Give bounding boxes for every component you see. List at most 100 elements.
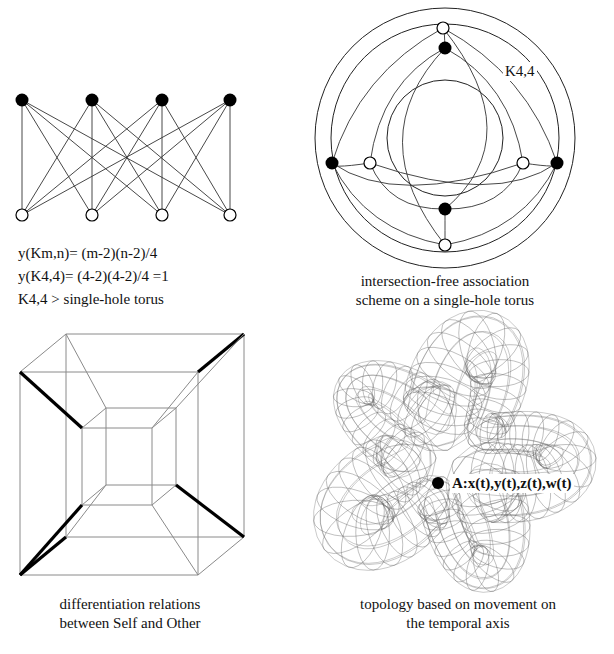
graph-edge — [22, 100, 230, 215]
cube-edge — [82, 428, 152, 429]
genus-formula: y(Km,n)= (m-2)(n-2)/4 — [18, 244, 157, 263]
torus-edge — [332, 28, 443, 163]
wire-loop — [351, 365, 375, 405]
torus-edge — [403, 48, 446, 245]
wire-loop — [373, 424, 405, 466]
cube-edge — [66, 334, 106, 408]
bipartite-graph — [16, 94, 237, 222]
torus-embedding — [315, 8, 575, 268]
wire-longitude — [320, 317, 591, 588]
torus-edge — [332, 163, 445, 245]
cube-edge — [82, 428, 83, 505]
white-vertex — [437, 22, 449, 34]
wire-loop — [323, 499, 390, 554]
cube-edge — [66, 485, 106, 537]
black-vertex — [224, 94, 237, 107]
graph-name: K4,4 — [503, 62, 537, 81]
wire-loop — [510, 411, 529, 454]
graph-edge — [92, 100, 230, 215]
cube-edge — [106, 408, 107, 485]
cube-edge — [82, 408, 106, 428]
bold-edge — [198, 334, 244, 372]
white-vertex — [224, 209, 236, 221]
cube-edge — [152, 485, 176, 505]
point-a — [432, 477, 444, 489]
wire-loop — [468, 418, 503, 446]
wire-loop — [465, 418, 507, 439]
cube-edge — [66, 334, 67, 537]
white-vertex — [364, 157, 376, 169]
torus-edge — [445, 163, 557, 245]
graph-edge — [162, 100, 230, 215]
wire-loop — [539, 421, 574, 466]
panel-caption: topology based on movement on the tempor… — [360, 595, 556, 633]
genus-statement: K4,4 > single-hole torus — [18, 290, 164, 309]
wire-loop — [435, 532, 471, 557]
cube-edge — [152, 408, 176, 428]
wire-loop — [362, 361, 382, 406]
torus-circle — [331, 24, 559, 252]
white-vertex — [16, 209, 28, 221]
graph-edge — [230, 100, 231, 215]
black-vertex — [156, 94, 169, 107]
torus-edge — [370, 163, 445, 209]
cube-edge — [20, 575, 198, 576]
white-vertex — [517, 157, 529, 169]
cube-edge — [106, 485, 176, 486]
wire-longitude — [320, 316, 590, 589]
torus-edge — [443, 28, 557, 163]
wire-longitude — [352, 352, 563, 567]
wire-longitude — [356, 348, 564, 565]
cube-edge — [152, 505, 198, 575]
cube-edge — [198, 372, 199, 575]
cube-edge — [176, 334, 244, 408]
cube-edge — [82, 505, 152, 506]
panel-caption: differentiation relations between Self a… — [39, 595, 221, 633]
wire-longitude — [336, 331, 577, 579]
cube-edge — [66, 334, 244, 335]
wire-loop — [352, 412, 385, 445]
white-vertex — [156, 209, 168, 221]
graph-edge — [22, 100, 92, 215]
cube-edge — [152, 372, 198, 428]
wire-longitude — [362, 371, 550, 556]
wire-loop — [428, 521, 466, 543]
torus-circle — [315, 8, 575, 268]
cube-edge — [20, 372, 21, 575]
tesseract — [20, 334, 244, 575]
wire-loop — [417, 347, 490, 396]
cube-edge — [152, 428, 153, 505]
wire-loop — [372, 362, 397, 408]
cube-edge — [176, 408, 177, 485]
wire-longitude — [314, 310, 596, 592]
wire-loop — [376, 445, 436, 472]
graph-edge — [162, 100, 230, 215]
black-vertex — [551, 157, 564, 170]
wire-loop — [473, 545, 498, 591]
cube-edge — [20, 334, 66, 372]
bold-edge — [176, 485, 244, 537]
torus-circle — [387, 80, 503, 196]
graph-edge — [22, 100, 162, 215]
black-vertex — [439, 42, 452, 55]
black-vertex — [326, 157, 339, 170]
graph-edge — [92, 100, 230, 215]
genus-calculation: y(K4,4)= (4-2)(4-2)/4 =1 — [18, 267, 169, 286]
white-vertex — [86, 209, 98, 221]
cube-edge — [66, 537, 244, 538]
cube-edge — [244, 334, 245, 537]
torus-edge — [443, 28, 487, 209]
point-label: A:x(t),y(t),z(t),w(t) — [450, 474, 574, 493]
wire-loop — [469, 529, 529, 556]
cube-edge — [198, 537, 244, 575]
graph-edge — [22, 100, 230, 215]
graph-edge — [22, 100, 162, 215]
black-vertex — [16, 94, 29, 107]
wire-longitude — [338, 332, 579, 578]
wire-loop — [466, 547, 489, 591]
graph-edge — [22, 100, 23, 215]
wireframe-figure — [314, 310, 596, 592]
